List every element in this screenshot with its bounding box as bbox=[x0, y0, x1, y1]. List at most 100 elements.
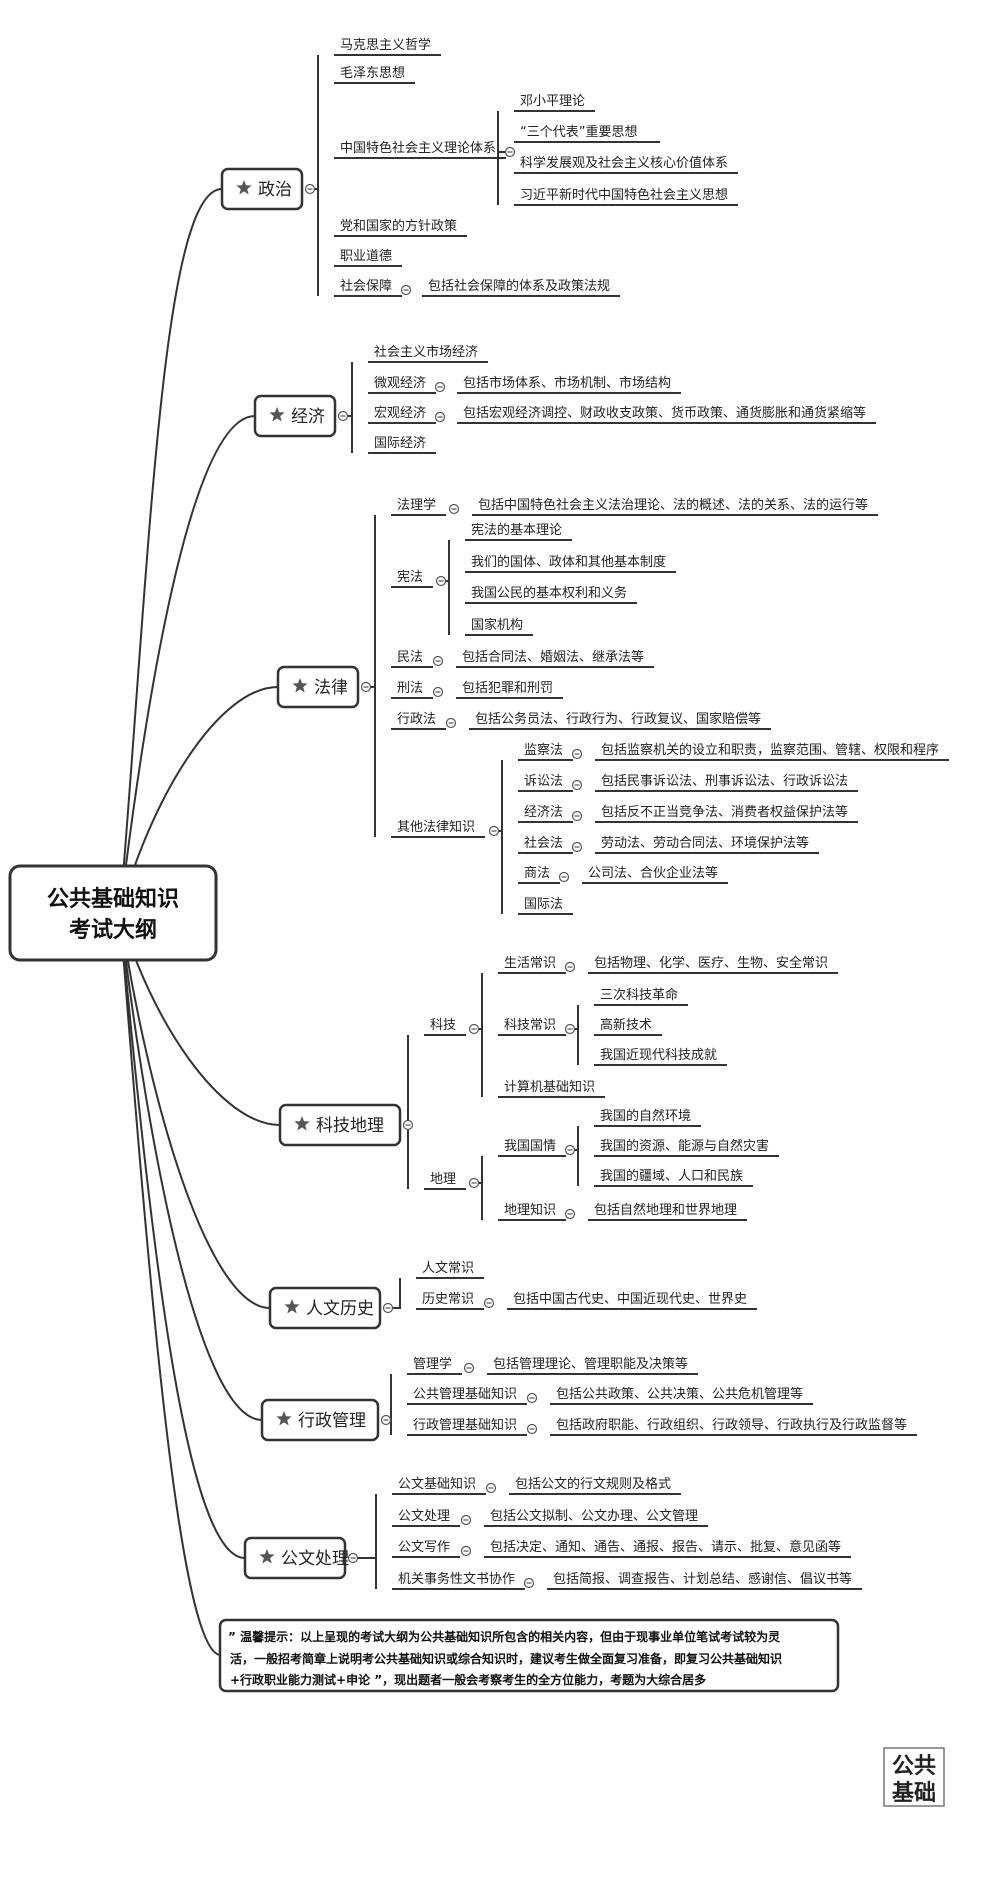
category-4-item-1-detail: 包括中国古代史、中国近现代史、世界史 bbox=[513, 1292, 747, 1307]
category-3-item-0-item-0: 生活常识 bbox=[504, 956, 556, 971]
category-2-item-5-item-0-detail: 包括监察机关的设立和职责，监察范围、管辖、权限和程序 bbox=[601, 742, 939, 758]
category-3-item-1-item-1-detail: 包括自然地理和世界地理 bbox=[594, 1202, 737, 1218]
category-1-item-0: 社会主义市场经济 bbox=[374, 344, 478, 360]
category-3-item-0: 科技 bbox=[430, 1018, 456, 1033]
category-5-item-2-detail: 包括政府职能、行政组织、行政领导、行政执行及行政监督等 bbox=[556, 1417, 907, 1433]
category-3-box[interactable] bbox=[278, 1103, 402, 1147]
category-0-label: 政治 bbox=[258, 180, 292, 200]
category-6-item-1: 公文处理 bbox=[398, 1509, 450, 1524]
category-3-item-0-item-1-item-0: 三次科技革命 bbox=[600, 987, 678, 1003]
category-6-curve bbox=[119, 912, 246, 1559]
category-0-item-2-item-1: “三个代表”重要思想 bbox=[520, 124, 637, 140]
category-2-item-5-item-3: 社会法 bbox=[524, 835, 563, 851]
category-3-item-0-item-1: 科技常识 bbox=[504, 1018, 556, 1033]
category-2-label: 法律 bbox=[314, 678, 348, 698]
category-4-curve bbox=[119, 912, 271, 1309]
category-6-item-3: 机关事务性文书协作 bbox=[398, 1571, 515, 1587]
category-3-item-1-item-0-item-2: 我国的疆域、人口和民族 bbox=[600, 1168, 743, 1184]
tip-line-3: +行政职业能力测试+申论 ”，现出题者一般会考察考生的全方位能力，考题为大综合居… bbox=[230, 1672, 706, 1687]
category-6-item-2-detail: 包括决定、通知、通告、通报、报告、请示、批复、意见函等 bbox=[490, 1539, 841, 1555]
category-1-label: 经济 bbox=[291, 407, 325, 427]
category-6-star-icon bbox=[259, 1549, 275, 1564]
category-6-item-0: 公文基础知识 bbox=[398, 1476, 476, 1492]
root-node: 公共基础知识 考试大纲 bbox=[8, 864, 218, 962]
category-3-item-0-item-1-item-1: 高新技术 bbox=[600, 1017, 652, 1033]
root-title-line1: 公共基础知识 bbox=[47, 886, 179, 912]
category-6-item-3-detail: 包括简报、调查报告、计划总结、感谢信、倡议书等 bbox=[553, 1571, 852, 1587]
category-1-item-1: 微观经济 bbox=[374, 376, 426, 391]
category-6-label: 公文处理 bbox=[281, 1549, 349, 1569]
category-2-item-3: 刑法 bbox=[397, 681, 423, 696]
category-0-item-5: 社会保障 bbox=[340, 278, 392, 294]
category-5-curve bbox=[119, 912, 263, 1421]
category-3-star-icon bbox=[294, 1116, 310, 1131]
category-3-item-1-item-1: 地理知识 bbox=[504, 1202, 556, 1218]
category-2-item-5-item-4-detail: 公司法、合伙企业法等 bbox=[588, 865, 718, 881]
category-0-item-1: 毛泽东思想 bbox=[340, 65, 405, 81]
category-2-item-5-item-0: 监察法 bbox=[524, 743, 563, 758]
category-1-star-icon bbox=[269, 407, 285, 422]
category-2-item-1-item-3: 国家机构 bbox=[471, 617, 523, 633]
category-0-star-icon bbox=[236, 180, 252, 195]
category-2-item-1-item-2: 我国公民的基本权利和义务 bbox=[471, 585, 627, 601]
watermark: 公共 基础 bbox=[883, 1747, 945, 1807]
category-2-item-2-detail: 包括合同法、婚姻法、继承法等 bbox=[462, 649, 644, 665]
category-2-item-0-detail: 包括中国特色社会主义法治理论、法的概述、法的关系、法的运行等 bbox=[478, 497, 868, 513]
category-2-item-0: 法理学 bbox=[397, 497, 436, 513]
category-2-star-icon bbox=[292, 678, 308, 693]
category-4-box[interactable] bbox=[268, 1286, 382, 1330]
category-0-box[interactable] bbox=[220, 167, 304, 211]
category-6-item-2: 公文写作 bbox=[398, 1540, 450, 1555]
category-1-item-2: 宏观经济 bbox=[374, 406, 426, 421]
category-4-item-0: 人文常识 bbox=[422, 1261, 474, 1276]
category-5-label: 行政管理 bbox=[298, 1411, 366, 1431]
category-2-item-5-item-1-detail: 包括民事诉讼法、刑事诉讼法、行政诉讼法 bbox=[601, 774, 848, 789]
tip-line-2: 活，一般招考简章上说明考公共基础知识或综合知识时，建议考生做全面复习准备，即复习… bbox=[230, 1651, 782, 1666]
category-4-star-icon bbox=[284, 1299, 300, 1314]
category-3-item-1-item-0-item-1: 我国的资源、能源与自然灾害 bbox=[600, 1138, 769, 1154]
category-2-item-1: 宪法 bbox=[397, 569, 423, 585]
category-5-item-1-detail: 包括公共政策、公共决策、公共危机管理等 bbox=[556, 1386, 803, 1402]
category-3-item-0-item-2: 计算机基础知识 bbox=[504, 1079, 595, 1095]
category-0-item-2-item-0: 邓小平理论 bbox=[520, 94, 585, 109]
category-3-item-1-item-0: 我国国情 bbox=[504, 1139, 556, 1154]
category-2-item-5-item-2: 经济法 bbox=[524, 805, 563, 820]
category-4-label: 人文历史 bbox=[306, 1299, 374, 1319]
category-6-box[interactable] bbox=[243, 1536, 347, 1580]
category-2-item-5-item-1: 诉讼法 bbox=[524, 774, 563, 789]
category-0-item-0: 马克思主义哲学 bbox=[340, 37, 431, 53]
category-0-item-2: 中国特色社会主义理论体系 bbox=[340, 140, 496, 156]
category-2-item-1-item-0: 宪法的基本理论 bbox=[471, 522, 562, 538]
category-2-item-4: 行政法 bbox=[397, 712, 436, 727]
category-2-item-5-item-4: 商法 bbox=[524, 866, 550, 881]
category-3-label: 科技地理 bbox=[316, 1116, 384, 1136]
category-5-item-0: 管理学 bbox=[413, 1356, 452, 1372]
category-0-item-3: 党和国家的方针政策 bbox=[340, 218, 457, 234]
category-0-item-4: 职业道德 bbox=[340, 249, 392, 264]
category-1-item-2-detail: 包括宏观经济调控、财政收支政策、货币政策、通货膨胀和通货紧缩等 bbox=[463, 405, 866, 421]
category-4-item-1: 历史常识 bbox=[422, 1292, 474, 1307]
category-5-star-icon bbox=[276, 1411, 292, 1426]
connectors bbox=[119, 54, 949, 1656]
tip-note: ” 温馨提示：以上呈现的考试大纲为公共基础知识所包含的相关内容，但由于现事业单位… bbox=[218, 1618, 840, 1693]
category-2-item-1-item-1: 我们的国体、政体和其他基本制度 bbox=[471, 554, 666, 570]
category-0-item-5-detail: 包括社会保障的体系及政策法规 bbox=[428, 278, 610, 294]
category-0-curve bbox=[119, 188, 223, 914]
category-2-item-4-detail: 包括公务员法、行政行为、行政复议、国家赔偿等 bbox=[475, 711, 761, 727]
category-3-item-0-item-0-detail: 包括物理、化学、医疗、生物、安全常识 bbox=[594, 955, 828, 971]
category-1-box[interactable] bbox=[253, 394, 337, 438]
category-3-item-0-item-1-item-2: 我国近现代科技成就 bbox=[600, 1048, 717, 1063]
category-6-item-0-detail: 包括公文的行文规则及格式 bbox=[515, 1476, 671, 1492]
category-5-item-2: 行政管理基础知识 bbox=[413, 1417, 517, 1433]
category-5-item-1: 公共管理基础知识 bbox=[413, 1386, 517, 1402]
category-2-item-5-item-3-detail: 劳动法、劳动合同法、环境保护法等 bbox=[601, 835, 809, 851]
category-2-item-5: 其他法律知识 bbox=[397, 819, 475, 835]
root-title-line2: 考试大纲 bbox=[69, 917, 157, 943]
category-5-item-0-detail: 包括管理理论、管理职能及决策等 bbox=[493, 1356, 688, 1372]
category-1-item-3: 国际经济 bbox=[374, 436, 426, 451]
category-1-curve bbox=[119, 415, 256, 914]
category-5-box[interactable] bbox=[260, 1398, 380, 1442]
category-2-box[interactable] bbox=[276, 665, 360, 709]
